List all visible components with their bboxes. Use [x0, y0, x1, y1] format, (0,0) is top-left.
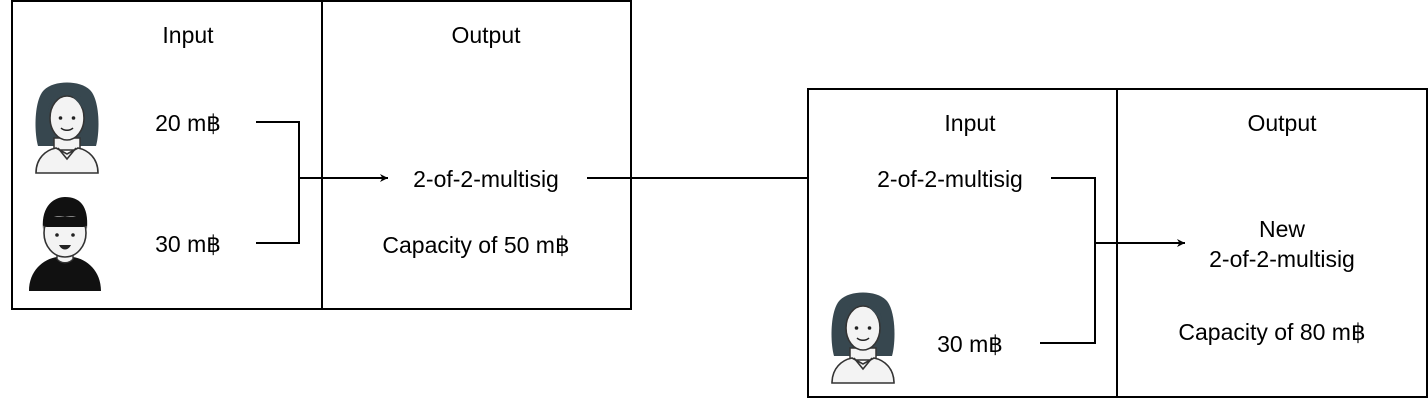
- tx2-connector-top: [1051, 177, 1096, 243]
- man-avatar-icon: [28, 196, 102, 292]
- woman-avatar-icon: [34, 81, 100, 174]
- tx1-connector-top: [256, 121, 300, 178]
- tx1-input-amount-2: 30 m฿: [155, 231, 221, 257]
- tx2-connector-bottom: [1040, 243, 1096, 344]
- tx1-output-multisig: 2-of-2-multisig: [413, 166, 559, 192]
- woman-avatar-icon: [830, 291, 896, 384]
- tx1-output-box: [321, 0, 632, 310]
- tx1-input-header: Input: [162, 22, 214, 48]
- tx2-input-header: Input: [944, 110, 996, 136]
- tx1-input-amount-1: 20 m฿: [155, 110, 221, 136]
- tx2-output-multisig: 2-of-2-multisig: [1209, 246, 1355, 272]
- tx2-output-header: Output: [1247, 110, 1317, 136]
- tx1-output-header: Output: [451, 22, 521, 48]
- tx1-connector-bottom: [256, 178, 300, 244]
- tx2-output-new-label: New: [1258, 216, 1305, 242]
- tx2-input-amount: 30 m฿: [937, 331, 1003, 357]
- tx2-output-capacity: Capacity of 80 m฿: [1178, 319, 1366, 345]
- tx2-input-multisig: 2-of-2-multisig: [877, 166, 1023, 192]
- tx1-output-capacity: Capacity of 50 m฿: [382, 232, 570, 258]
